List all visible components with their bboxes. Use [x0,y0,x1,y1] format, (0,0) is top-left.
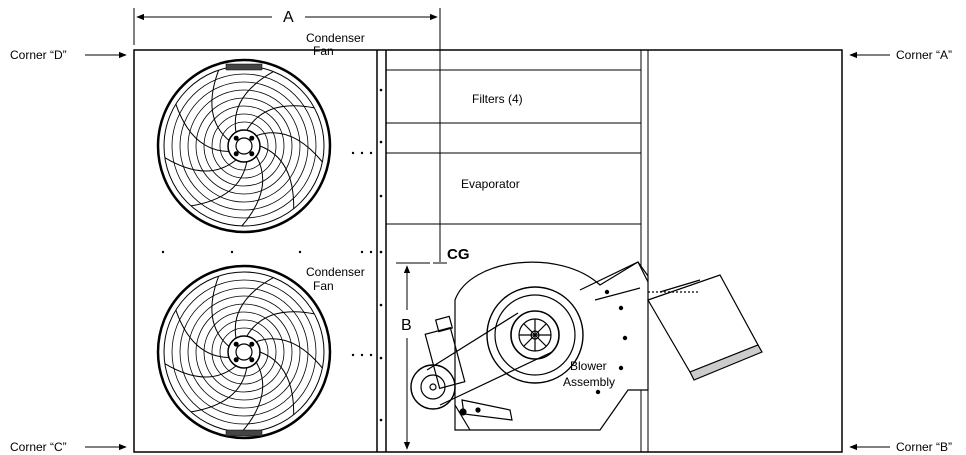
blower-motor-housing [647,274,763,381]
fan-grille-spoke [175,309,230,358]
fan-grille-spoke [241,362,264,433]
fan-grille-spoke [190,367,248,413]
fan-hub-bolt [249,151,255,157]
fan-grille-spoke [175,103,230,152]
fan-hub-bolt [249,135,255,141]
condenser-fan-bottom-label-line1: Condenser [306,265,365,279]
cg-label: CG [447,246,470,263]
fan-hub-bolt [233,151,239,157]
unit-outline [133,49,843,453]
fan-grille-spoke [259,351,295,415]
corner-c-label: Corner “C” [10,440,67,454]
fan-grille-spoke [211,69,230,141]
condenser-fan-top [156,58,332,234]
condenser-fan-bottom [156,264,332,440]
fan-grille-spoke [190,161,248,207]
fan-hub-bolt [249,341,255,347]
fan-grille-spoke [259,145,295,209]
fan-hub-bolt [233,135,239,141]
fan-grille-spoke [234,277,274,339]
blower-assembly [410,261,649,431]
blower-label-line2: Assembly [563,375,615,389]
dim-a-label: A [283,9,294,26]
condenser-fan-top-label-line2: Fan [313,44,334,58]
fan-grille-spoke [246,105,315,131]
evaporator-label: Evaporator [461,177,520,191]
fan-grille-spoke [164,157,237,172]
corner-a-label: Corner “A” [896,48,952,62]
corner-d-label: Corner “D” [10,48,67,62]
fan-grille-spoke [211,275,230,347]
fan-grille-spoke [241,156,264,227]
partition-fasteners [161,88,383,422]
condenser-fan-bottom-label-line2: Fan [313,279,334,293]
fan-top-grille-spokes [164,69,323,227]
corner-b-label: Corner “B” [896,440,952,454]
fan-grille-spoke [164,363,237,378]
condenser-fan-top-label-line1: Condenser [306,31,365,45]
fan-grille-spoke [246,311,315,337]
fan-bottom-grille-spokes [164,275,323,433]
fan-grille-spoke [256,338,323,369]
fan-grille-spoke [256,132,323,163]
filters-label: Filters (4) [472,92,523,106]
fan-hub-bolt [233,357,239,363]
dim-b-label: B [401,317,412,334]
blower-label-line1: Blower [570,359,607,373]
fan-hub-bolt [249,357,255,363]
fan-hub-bolt [233,341,239,347]
fan-grille-spoke [234,71,274,133]
